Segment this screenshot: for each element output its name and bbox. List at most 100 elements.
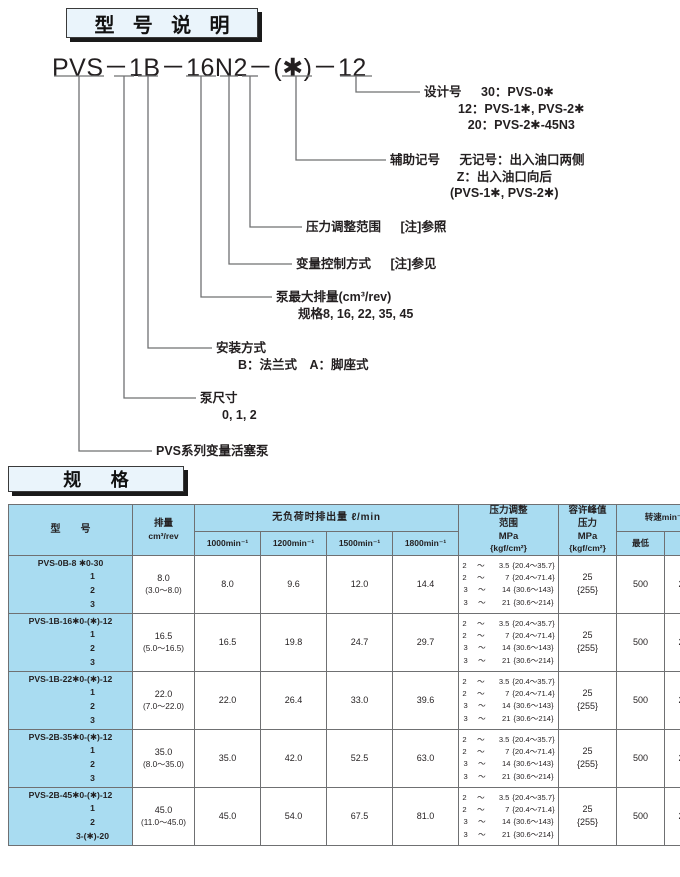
annotation-pressure-range: 压力调整范围 [注]参照: [306, 219, 446, 236]
annotation-control-type: 变量控制方式 [注]参见: [296, 256, 436, 273]
cell-flow-rate: 19.8: [260, 612, 327, 672]
displacement-value: 16.5: [154, 630, 173, 641]
annotation-max-displacement: 泵最大排量(cm³/rev) 规格8, 16, 22, 35, 45: [276, 289, 413, 322]
cell-flow-rate: 45.0: [194, 786, 261, 846]
cell-peak-pressure: 25{255}: [558, 728, 617, 788]
header-pressure-range: 压力调整 范围 MPa {kgf/cm²}: [458, 504, 559, 556]
table-row: PVS-2B-45✱0-(✱)-12 1 2 3-(✱)-20 45.0 (11.0～45…: [8, 786, 680, 846]
model-code-main: PVS-2B-35✱0-(✱)-12: [28, 731, 113, 742]
cell-speed-max: 2000: [664, 670, 680, 730]
annotation-max-displacement-label: 泵最大排量(cm³/rev): [276, 290, 392, 304]
cell-speed-min: 500: [616, 786, 665, 846]
cell-speed-min: 500: [616, 728, 665, 788]
peak-pressure-mpa: 25: [582, 571, 593, 582]
pressure-range-line: 3～14{30.6～143}: [463, 759, 554, 769]
annotation-aux-symbol-line-3: (PVS-1✱, PVS-2✱): [450, 186, 559, 200]
model-code-variant: 3: [90, 657, 95, 668]
model-code-variant: 1: [90, 803, 95, 814]
model-code-variant: 2: [90, 817, 95, 828]
cell-flow-rate: 39.6: [392, 670, 459, 730]
cell-model-code: PVS-2B-45✱0-(✱)-12 1 2 3-(✱)-20: [8, 786, 133, 846]
model-code-variant: 1: [90, 629, 95, 640]
model-code-variant: 2: [90, 585, 95, 596]
model-code-variant: 2: [90, 701, 95, 712]
cell-pressure-range: 2～3.5{20.4～35.7}2～7{20.4～71.4}3～14{30.6～…: [458, 612, 559, 672]
annotation-aux-symbol: 辅助记号 无记号：出入油口两侧 Z：出入油口向后 (PVS-1✱, PVS-2✱…: [390, 152, 585, 202]
header-speed-group: 转速min⁻¹: [616, 503, 680, 533]
model-code-variant: 3: [90, 773, 95, 784]
displacement-value: 8.0: [157, 572, 170, 583]
model-code-variant: 3-(✱)-20: [76, 831, 109, 842]
cell-displacement: 8.0 (3.0～8.0): [132, 554, 195, 614]
pressure-range-line: 3～21{30.6～214}: [463, 771, 554, 781]
header-flow-group: 无负荷时排出量 ℓ/min: [194, 503, 459, 533]
cell-flow-rate: 14.4: [392, 554, 459, 614]
header-flow-1000: 1000min⁻¹: [194, 531, 261, 556]
cell-speed-max: 2000: [664, 554, 680, 614]
cell-flow-rate: 29.7: [392, 612, 459, 672]
cell-flow-rate: 16.5: [194, 612, 261, 672]
displacement-range: (5.0～16.5): [143, 644, 184, 653]
pressure-range-line: 3～21{30.6～214}: [463, 655, 554, 665]
header-peak-line-3: MPa: [577, 530, 598, 542]
cell-speed-max: 2000: [664, 786, 680, 846]
displacement-range: (11.0～45.0): [141, 818, 186, 827]
displacement-value: 45.0: [154, 804, 173, 815]
model-code-variant: 3: [90, 599, 95, 610]
model-code-variant: 1: [90, 745, 95, 756]
peak-pressure-kgf: {255}: [576, 701, 599, 712]
displacement-range: (3.0～8.0): [145, 586, 182, 595]
annotation-pressure-range-note: [注]参照: [400, 220, 447, 234]
pressure-range-line: 2～3.5{20.4～35.7}: [462, 560, 555, 570]
annotation-mounting-type-line-2: B：法兰式 A：脚座式: [238, 357, 369, 372]
cell-displacement: 22.0(7.0～22.0): [132, 670, 195, 730]
cell-speed-min: 500: [616, 554, 665, 614]
cell-displacement: 16.5 (5.0～16.5): [132, 612, 195, 672]
annotation-pressure-range-label: 压力调整范围: [306, 220, 382, 234]
pressure-range-line: 2～3.5{20.4～35.7}: [462, 676, 555, 686]
pressure-range-line: 3～21{30.6～214}: [463, 713, 554, 723]
header-displacement: 排量 cm³/rev: [132, 504, 195, 556]
cell-displacement: 35.0(8.0～35.0): [132, 728, 195, 788]
cell-flow-rate: 67.5: [326, 786, 393, 846]
pressure-range-line: 3～14{30.6～143}: [463, 585, 554, 595]
header-peak-pressure: 容许峰值 压力 MPa {kgf/cm²}: [558, 504, 617, 556]
specifications-table: 型 号 排量 cm³/rev 无负荷时排出量 ℓ/min 压力调整 范围 MPa…: [8, 503, 680, 846]
cell-flow-rate: 8.0: [194, 554, 261, 614]
header-peak-line-4: {kgf/cm²}: [569, 543, 606, 554]
cell-pressure-range: 2～3.5{20.4～35.7}2～7{20.4～71.4}3～14{30.6～…: [458, 670, 559, 730]
pressure-range-line: 2～7{20.4～71.4}: [462, 631, 555, 641]
model-code-string: PVS－1B－16N2－(✱)－12: [52, 54, 367, 82]
pressure-range-line: 3～14{30.6～143}: [463, 701, 554, 711]
cell-displacement: 45.0 (11.0～45.0): [132, 786, 195, 846]
annotation-pump-series-label: PVS系列变量活塞泵: [156, 444, 269, 458]
cell-flow-rate: 24.7: [326, 612, 393, 672]
peak-pressure-kgf: {255}: [576, 759, 599, 770]
annotation-design-number-label: 设计号: [424, 85, 462, 99]
peak-pressure-kgf: {255}: [576, 643, 599, 654]
peak-pressure-mpa: 25: [582, 803, 593, 814]
peak-pressure-mpa: 25: [582, 629, 593, 640]
displacement-range: (8.0～35.0): [143, 760, 184, 769]
header-speed-max: 最高: [664, 531, 680, 556]
cell-peak-pressure: 25{255}: [558, 786, 617, 846]
cell-speed-max: 2000: [664, 728, 680, 788]
section-title-specifications: 规 格: [8, 466, 184, 492]
model-code-main: PVS-2B-45✱0-(✱)-12: [28, 789, 113, 800]
pressure-range-line: 2～7{20.4～71.4}: [462, 573, 555, 583]
cell-peak-pressure: 25{255}: [558, 670, 617, 730]
annotation-mounting-type-label: 安装方式: [216, 341, 267, 355]
header-pressure-line-1: 压力调整: [489, 505, 528, 516]
cell-flow-rate: 33.0: [326, 670, 393, 730]
model-code-variant: 1: [90, 571, 95, 582]
specifications-table-head: 型 号 排量 cm³/rev 无负荷时排出量 ℓ/min 压力调整 范围 MPa…: [8, 503, 680, 556]
cell-flow-rate: 26.4: [260, 670, 327, 730]
peak-pressure-kgf: {255}: [576, 585, 599, 596]
cell-peak-pressure: 25 {255}: [558, 612, 617, 672]
